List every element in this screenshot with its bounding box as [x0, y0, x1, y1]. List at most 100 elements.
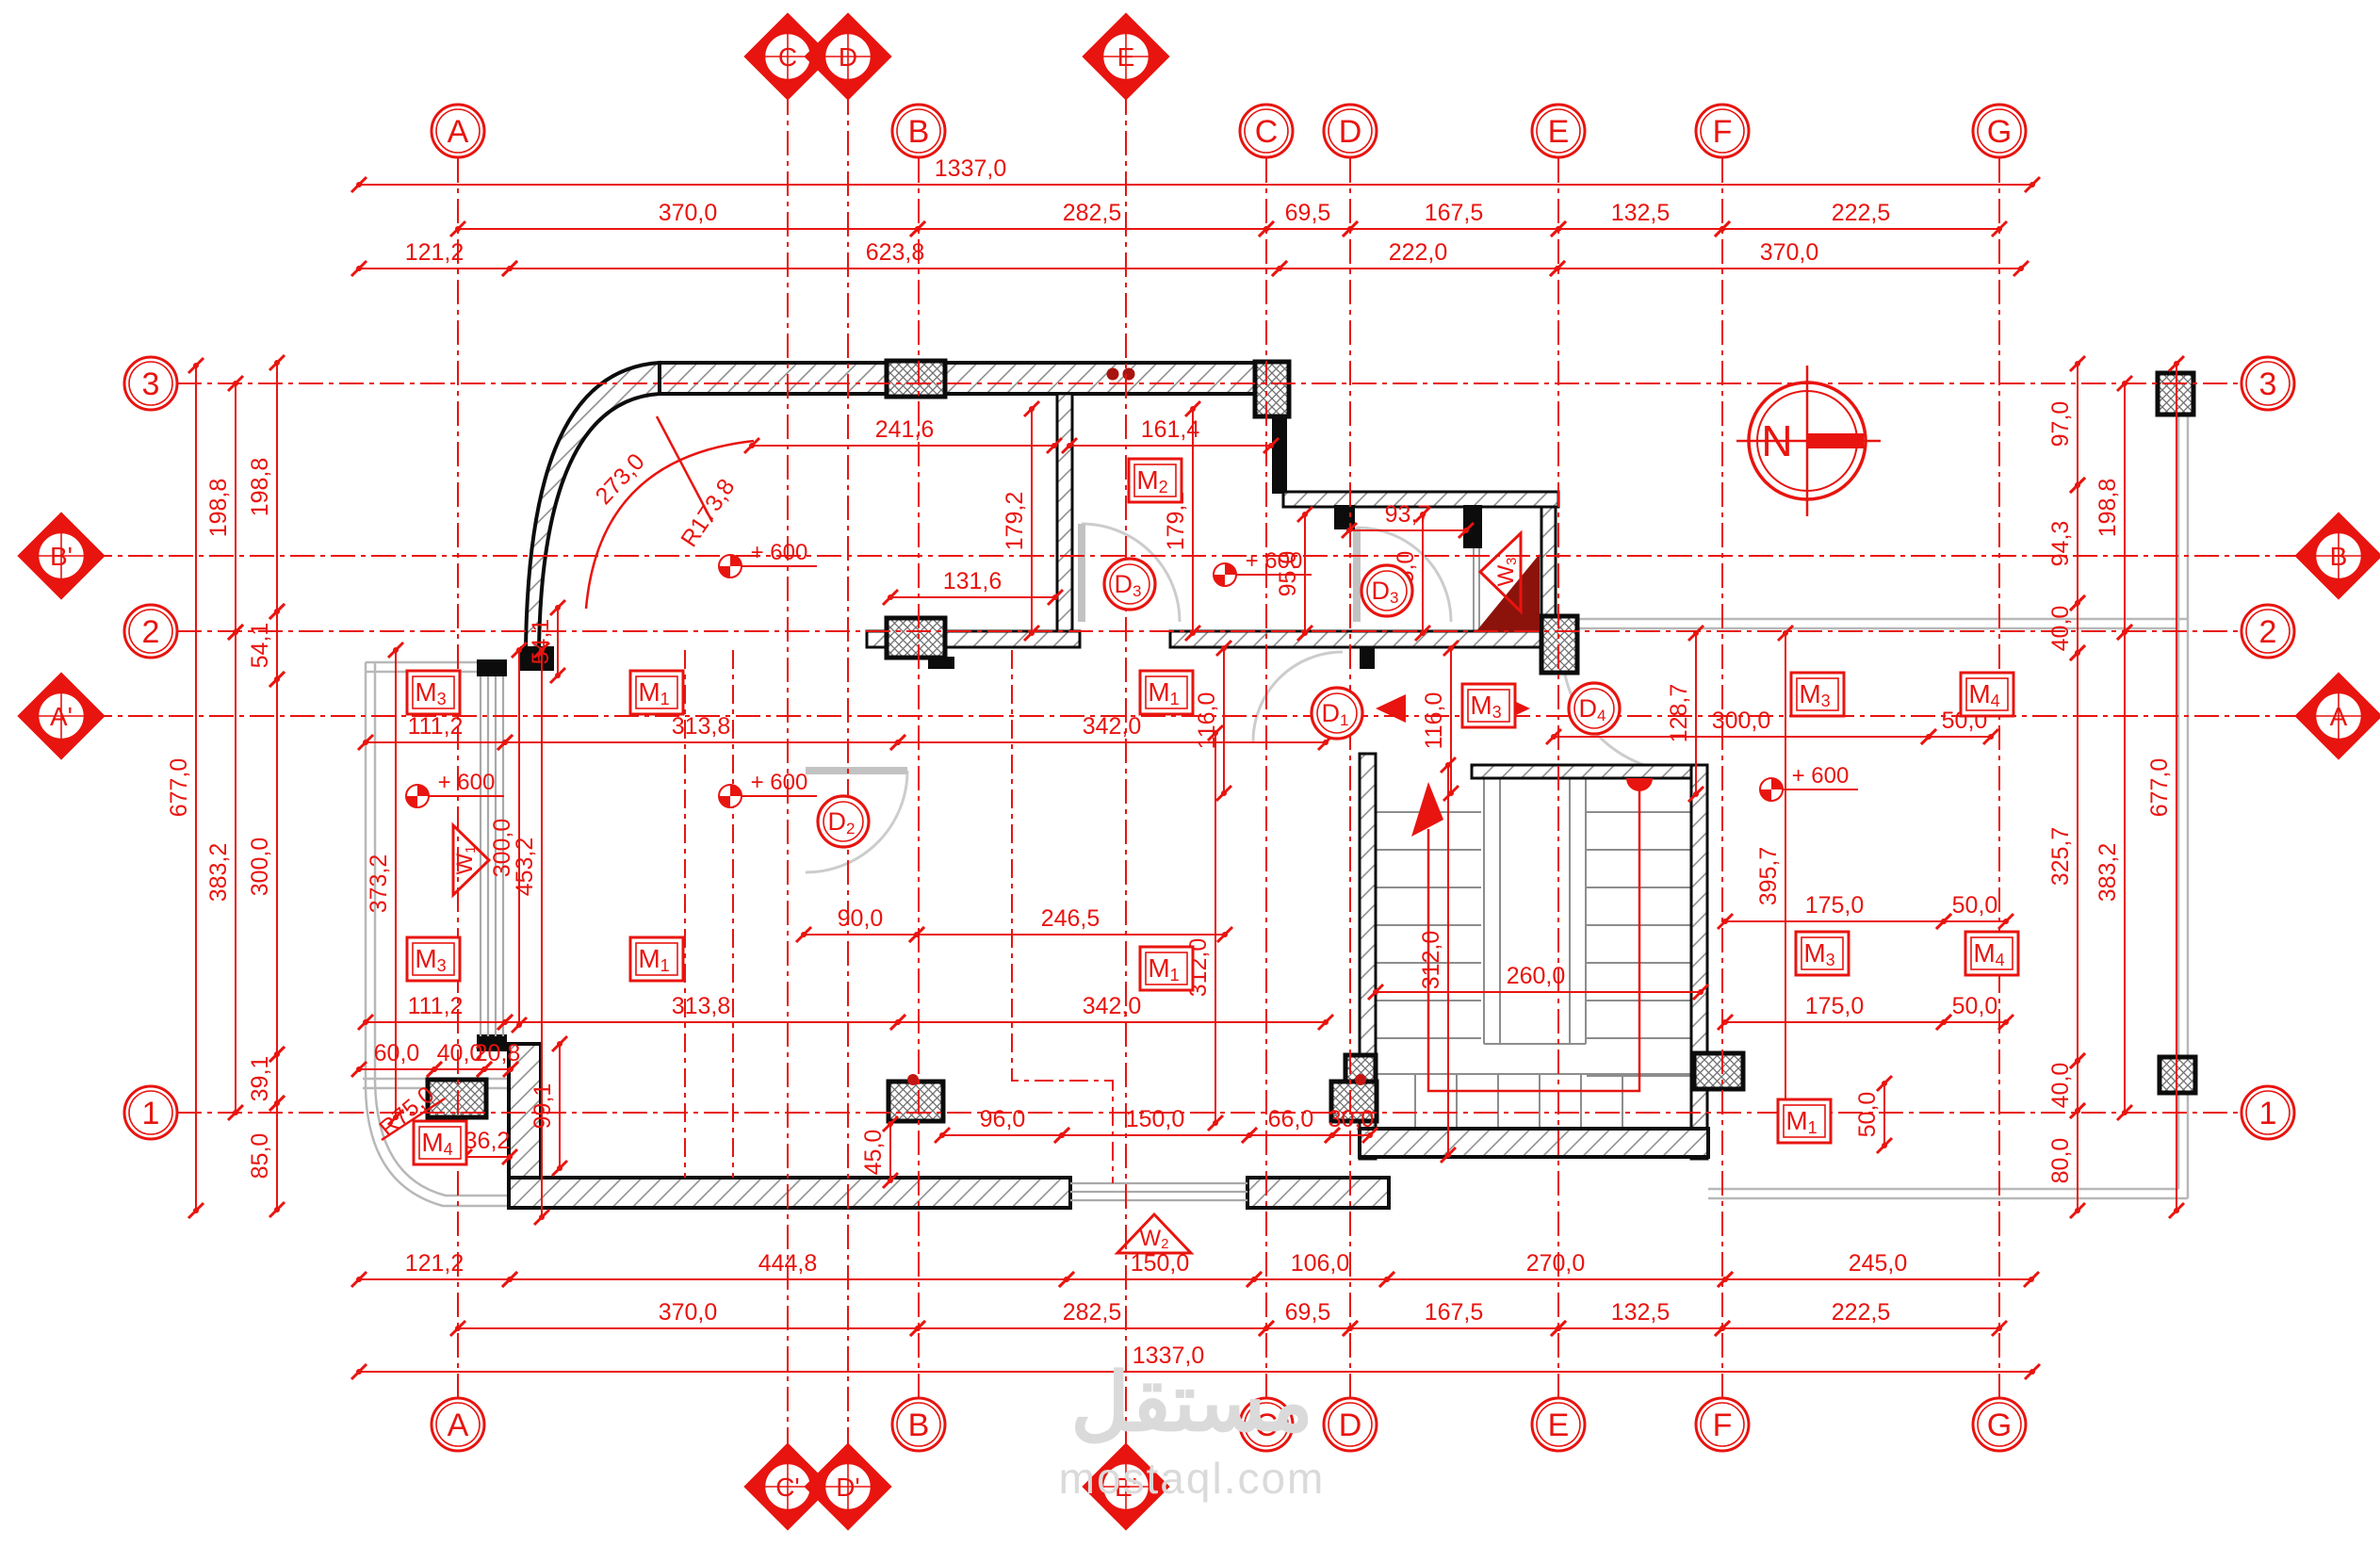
svg-text:36,2: 36,2: [465, 1128, 511, 1154]
svg-text:A': A': [50, 702, 73, 731]
level-mark: + 600: [718, 540, 817, 578]
dimension-horizontal: 241,6: [742, 416, 1064, 455]
grid-bubble-G: G: [1971, 1396, 2028, 1453]
svg-text:300,0: 300,0: [247, 838, 273, 897]
svg-text:111,2: 111,2: [408, 713, 464, 740]
svg-text:677,0: 677,0: [2146, 758, 2173, 818]
svg-text:F: F: [1713, 1408, 1733, 1443]
dimension-vertical: 198,8: [247, 353, 286, 621]
dimension-horizontal: 370,0: [448, 1299, 927, 1338]
stair-wall: [1358, 1127, 1710, 1159]
svg-text:40,0: 40,0: [2047, 1063, 2074, 1109]
svg-text:40,0: 40,0: [2047, 606, 2074, 652]
dimension-horizontal: 20,8: [475, 1040, 520, 1079]
stair-walk-line: [1426, 788, 1641, 1093]
svg-text:222,5: 222,5: [1832, 1299, 1891, 1326]
svg-text:96,0: 96,0: [980, 1106, 1026, 1132]
svg-text:370,0: 370,0: [659, 200, 718, 226]
dimension-vertical: 677,0: [166, 356, 205, 1220]
dimension-vertical: 99,1: [530, 1034, 569, 1178]
red-annotations: [381, 367, 1653, 1183]
level-mark: + 600: [1213, 548, 1312, 587]
svg-text:150,0: 150,0: [1131, 1250, 1190, 1277]
dimension-horizontal: 36,2: [455, 1128, 519, 1166]
svg-text:121,2: 121,2: [405, 239, 465, 266]
dimension-horizontal: 161,4: [1060, 416, 1280, 455]
svg-text:94,3: 94,3: [2047, 521, 2074, 567]
dimension-vertical: 179,2: [1002, 399, 1041, 643]
radius-line-r173: [655, 415, 714, 523]
grid-bubble-A: A: [430, 1396, 486, 1453]
grid-bubble-A: A: [430, 103, 486, 159]
grid-bubble-G: G: [1971, 103, 2028, 159]
dimension-vertical: 383,2: [2095, 623, 2134, 1122]
svg-text:G: G: [1987, 114, 2012, 150]
svg-text:373,2: 373,2: [366, 854, 392, 914]
dimension-vertical: 395,7: [1755, 624, 1795, 1137]
marker-M2: M2: [1127, 457, 1183, 504]
grid-diamond-A': A': [17, 672, 106, 760]
dimension-vertical: 312,0: [1185, 724, 1225, 1132]
arc-dimension-line: [584, 439, 755, 610]
dimension-vertical: 383,2: [205, 623, 245, 1122]
svg-text:50,0: 50,0: [1952, 892, 1998, 919]
marker-M4: M4: [1964, 930, 2020, 977]
dimension-vertical: 50,0: [1854, 1074, 1894, 1155]
marker-D1: D1: [1310, 686, 1364, 740]
level-mark-text: + 600: [751, 540, 808, 565]
shaft-fill-triangle: [1475, 554, 1540, 632]
dimension-vertical: 373,2: [366, 641, 405, 1127]
marker-M4: M4: [412, 1119, 468, 1166]
grid-diamond-C': C': [743, 1442, 832, 1531]
marker-M1: M1: [628, 669, 685, 716]
svg-text:3: 3: [142, 366, 160, 402]
dimension-vertical: 325,7: [2047, 643, 2087, 1070]
marker-M3: M3: [1794, 930, 1850, 977]
svg-text:E: E: [1548, 114, 1570, 150]
svg-text:132,5: 132,5: [1611, 1299, 1671, 1326]
level-mark-text: + 600: [1792, 763, 1850, 789]
svg-text:370,0: 370,0: [1760, 239, 1819, 266]
svg-text:150,0: 150,0: [1126, 1106, 1185, 1132]
svg-text:97,0: 97,0: [2047, 401, 2074, 448]
dimension-vertical: 128,7: [1666, 624, 1705, 804]
svg-text:69,5: 69,5: [1285, 1299, 1331, 1326]
svg-text:50,0: 50,0: [1952, 993, 1998, 1019]
svg-text:132,5: 132,5: [1611, 200, 1671, 226]
svg-text:30,0: 30,0: [1329, 1106, 1375, 1132]
dimension-horizontal: 342,0: [888, 713, 1335, 752]
dimension-horizontal: 132,5: [1549, 1299, 1732, 1338]
grid-diamond-A: A: [2294, 672, 2380, 760]
stair-wall: [1689, 763, 1709, 1161]
level-mark: + 600: [718, 770, 817, 808]
marker-D2: D2: [816, 794, 871, 849]
svg-text:313,8: 313,8: [672, 993, 731, 1019]
dimension-horizontal: 121,2: [350, 1250, 519, 1289]
svg-text:342,0: 342,0: [1083, 713, 1142, 740]
grid-bubble-B: B: [890, 103, 947, 159]
svg-text:E: E: [1117, 42, 1135, 72]
svg-text:B: B: [908, 114, 930, 150]
svg-text:623,8: 623,8: [866, 239, 925, 266]
marker-M3: M3: [1789, 671, 1846, 718]
beam-axis: [1011, 650, 1114, 1183]
window-w2: [1070, 1181, 1247, 1202]
svg-text:111,2: 111,2: [408, 993, 464, 1019]
svg-text:A: A: [448, 1408, 469, 1443]
north-label: N: [1761, 416, 1792, 465]
dimension-horizontal: 150,0: [1057, 1250, 1263, 1289]
grid-bubble-F: F: [1694, 1396, 1751, 1453]
marker-M3: M3: [405, 936, 462, 983]
dimension-vertical: 198,8: [205, 374, 245, 642]
stair-direction-arrow: [1411, 782, 1443, 837]
marker-M1: M1: [1138, 945, 1195, 992]
marker-M1: M1: [1776, 1098, 1833, 1145]
dimension-vertical: 54,1: [528, 598, 567, 685]
svg-text:167,5: 167,5: [1425, 200, 1484, 226]
dimension-rotated: R173,8: [676, 474, 740, 551]
svg-text:C: C: [1255, 114, 1279, 150]
grid-diamond-B': B': [17, 512, 106, 600]
